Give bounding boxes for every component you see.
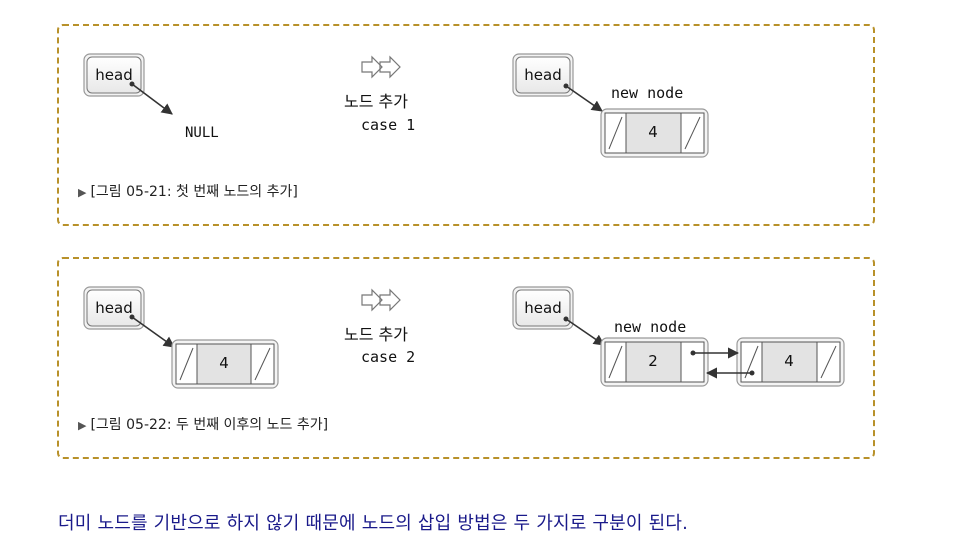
figure-panel-case2 [57,257,875,459]
new-node-label: new node [611,84,683,102]
right-head-pointer-box: head [512,53,574,97]
node-value: 4 [648,123,658,141]
prev-link-arrow [705,367,755,379]
head-to-null-arrow [129,81,173,115]
action-case: case 1 [361,116,415,134]
action-title: 노드 추가 [344,92,408,111]
caption-text: [그림 05-22: 두 번째 이후의 노드 추가] [90,417,329,433]
head-label: head [95,299,132,317]
new-node: 4 [600,108,709,158]
existing-node: 4 [171,339,279,389]
head-to-new-node-arrow [563,316,605,346]
action-title: 노드 추가 [344,325,408,344]
head-to-new-node-arrow [563,83,603,112]
footer-text: 더미 노드를 기반으로 하지 않기 때문에 노드의 삽입 방법은 두 가지로 구… [58,513,689,534]
next-link-arrow [690,347,740,359]
head-pointer-box: head [83,53,145,97]
right-head-label: head [524,299,561,317]
figure-caption-2: ▶[그림 05-22: 두 번째 이후의 노드 추가] [78,414,328,434]
new-node: 2 [600,337,709,387]
right-head-label: head [524,66,561,84]
node-value: 2 [648,352,658,370]
node-value: 4 [784,352,794,370]
right-head-pointer-box: head [512,286,574,330]
double-arrow-icon [361,55,401,79]
caption-marker-icon: ▶ [78,419,87,432]
figure-caption-1: ▶[그림 05-21: 첫 번째 노드의 추가] [78,181,298,201]
caption-marker-icon: ▶ [78,186,87,199]
caption-text: [그림 05-21: 첫 번째 노드의 추가] [90,184,298,200]
node-value: 4 [219,354,229,372]
head-pointer-box: head [83,286,145,330]
head-label: head [95,66,132,84]
head-to-node-arrow [129,314,175,348]
action-case: case 2 [361,348,415,366]
new-node-label: new node [614,318,686,336]
linked-node: 4 [736,337,845,387]
double-arrow-icon [361,288,401,312]
null-label: NULL [185,125,219,141]
figure-panel-case1 [57,24,875,226]
